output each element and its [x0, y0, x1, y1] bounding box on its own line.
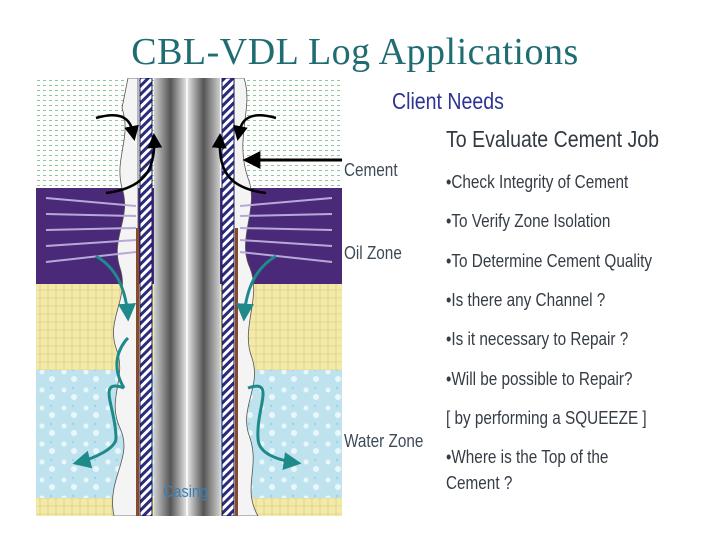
list-item: •Is there any Channel ? — [446, 290, 606, 310]
casing-wall-right — [221, 77, 235, 517]
slide-title: CBL-VDL Log Applications — [131, 31, 579, 73]
oil-zone-label: Oil Zone — [344, 243, 402, 263]
cement-label: Cement — [344, 160, 398, 180]
list-item: •Is it necessary to Repair ? — [446, 329, 629, 349]
list-item: •To Verify Zone Isolation — [446, 211, 611, 231]
list-item: •Will be possible to Repair? — [446, 369, 633, 389]
list-item: Cement ? — [446, 473, 513, 493]
perforations — [45, 197, 333, 263]
casing-left-brown — [136, 228, 139, 516]
casing-label: Casing — [163, 482, 208, 501]
client-needs-heading: Client Needs — [392, 88, 504, 114]
list-item: [ by performing a SQUEEZE ] — [446, 408, 647, 428]
list-item: •Where is the Top of the — [446, 447, 609, 467]
list-item: •To Determine Cement Quality — [446, 251, 653, 271]
water-zone-label: Water Zone — [344, 431, 424, 451]
list-item: •Check Integrity of Cement — [446, 172, 629, 192]
flow-arrows-black — [95, 114, 277, 195]
flow-arrows-teal — [72, 254, 302, 470]
wellbore-diagram — [36, 77, 342, 517]
evaluate-heading: To Evaluate Cement Job — [446, 126, 660, 152]
casing-right-brown — [235, 228, 238, 516]
casing-wall-left — [139, 77, 153, 517]
